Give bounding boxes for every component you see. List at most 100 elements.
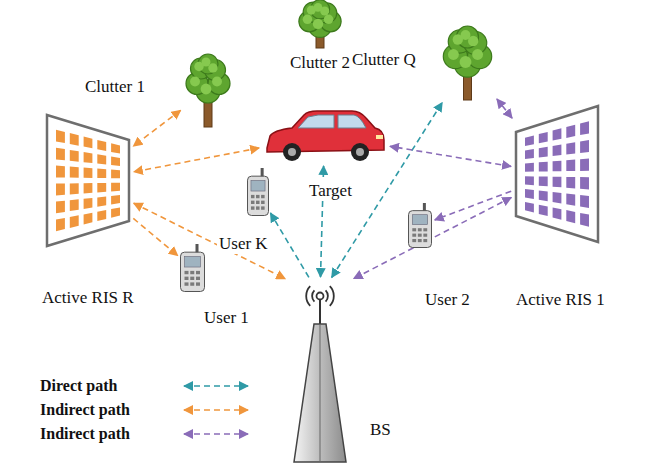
ris-element xyxy=(56,166,65,178)
tree-highlight xyxy=(324,15,334,25)
ris-element xyxy=(539,132,548,143)
phone-key xyxy=(261,195,265,198)
phone-key xyxy=(412,239,416,242)
phone-key xyxy=(190,271,194,274)
ris-element xyxy=(539,162,548,172)
ris-element xyxy=(111,143,120,153)
phone-key xyxy=(190,282,194,285)
phone-key xyxy=(256,201,260,204)
ris-element xyxy=(525,163,534,172)
ris-element xyxy=(539,191,548,202)
ris-element xyxy=(70,183,79,194)
ris-element xyxy=(56,201,65,214)
tree-highlight xyxy=(212,77,222,87)
ris-element xyxy=(97,183,106,193)
user-phone-icon xyxy=(247,168,269,216)
signal-path xyxy=(271,213,309,277)
radio-wave xyxy=(312,290,314,301)
radio-wave xyxy=(326,290,328,301)
phone-key xyxy=(418,228,422,231)
clutter-tree-icon xyxy=(440,25,495,100)
clutter-tree: Clutter Q xyxy=(350,25,495,100)
phone-key xyxy=(423,239,427,242)
clutter-tree-icon xyxy=(296,2,344,48)
phone-key xyxy=(261,206,265,209)
tree-highlight xyxy=(460,56,472,68)
ris-element xyxy=(566,142,575,154)
ris-element xyxy=(580,195,589,208)
ris-element xyxy=(111,183,120,192)
radio-wave xyxy=(330,286,334,306)
active-ris-panel: Active RIS 1 xyxy=(514,104,607,310)
ris-element xyxy=(84,152,93,163)
ris-element xyxy=(553,207,562,219)
legend: Direct pathIndirect pathIndirect path xyxy=(40,374,252,446)
target-car-icon xyxy=(262,108,387,163)
phone-key xyxy=(185,271,189,274)
tree-highlight xyxy=(190,77,200,87)
ris-element xyxy=(553,177,562,188)
ris-element xyxy=(70,215,79,228)
legend-text: Indirect path xyxy=(40,425,180,443)
ris-element xyxy=(56,148,65,161)
phone-screen xyxy=(185,256,201,267)
phone-body xyxy=(181,252,205,291)
ris-element xyxy=(539,205,548,216)
node-label: Clutter 2 xyxy=(288,53,352,73)
ris-element xyxy=(539,177,548,187)
ris-element xyxy=(553,192,562,204)
car-wheel xyxy=(283,143,301,161)
phone-screen xyxy=(251,180,265,191)
ris-element xyxy=(97,154,106,164)
car-hub xyxy=(288,148,296,156)
legend-row: Indirect path xyxy=(40,398,252,422)
phone-key xyxy=(423,234,427,237)
phone-key xyxy=(251,195,255,198)
tree-highlight xyxy=(303,15,313,25)
ris-element xyxy=(525,202,534,213)
legend-text: Indirect path xyxy=(40,401,180,419)
node-label: Target xyxy=(307,181,354,201)
antenna-mast xyxy=(319,300,321,324)
phone-screen xyxy=(412,215,427,225)
ris-element xyxy=(70,133,79,146)
phone-key xyxy=(251,206,255,209)
ris-element xyxy=(84,137,93,149)
ris-element xyxy=(566,210,575,223)
ris-element xyxy=(111,170,120,179)
user-phone-icon xyxy=(408,203,432,248)
signal-path xyxy=(497,99,512,118)
tree-highlight xyxy=(461,30,471,40)
active-ris-panel-icon xyxy=(514,104,600,244)
ris-element xyxy=(525,149,534,159)
base-station: BS xyxy=(285,280,393,463)
node-label: Active RIS R xyxy=(40,288,136,308)
ris-element xyxy=(580,140,589,153)
ris-element xyxy=(97,197,106,207)
signal-path xyxy=(133,218,177,255)
node-label: Clutter Q xyxy=(350,50,418,70)
tree-highlight xyxy=(472,49,483,60)
ris-frame xyxy=(516,106,598,242)
tower-body xyxy=(294,324,346,462)
car-headlight xyxy=(376,135,383,139)
phone-key xyxy=(251,201,255,204)
phone-key xyxy=(185,277,189,280)
ris-element xyxy=(97,210,106,221)
car-hub xyxy=(356,148,364,156)
tree-highlight xyxy=(202,58,211,67)
tower-ridge xyxy=(320,324,321,462)
ris-element xyxy=(84,168,93,178)
phone-key xyxy=(412,234,416,237)
node-label: User 2 xyxy=(423,290,472,310)
phone-key xyxy=(423,228,427,231)
clutter-tree-icon xyxy=(183,52,233,127)
ris-element xyxy=(566,177,575,189)
signal-path xyxy=(134,148,259,172)
phone-key xyxy=(185,282,189,285)
phone-key xyxy=(196,282,200,285)
phone-body xyxy=(248,176,269,215)
base-station-icon xyxy=(285,280,355,463)
legend-row: Direct path xyxy=(40,374,252,398)
